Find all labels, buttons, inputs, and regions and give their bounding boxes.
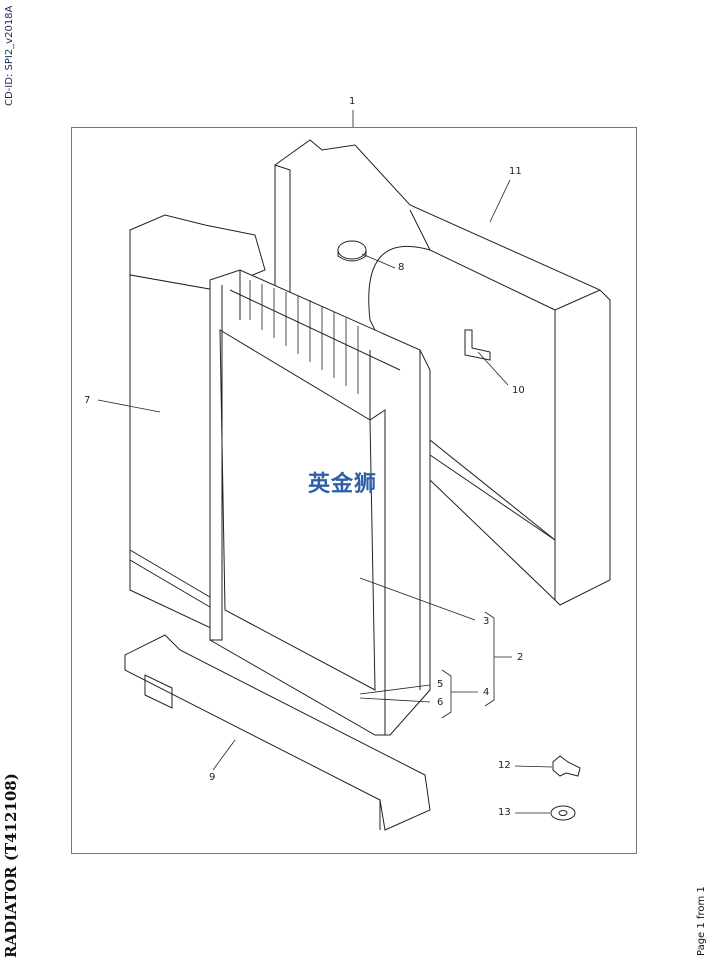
callout-9: 9 (209, 772, 216, 783)
callout-11: 11 (509, 166, 522, 177)
lower-bracket (124, 634, 431, 831)
callout-3: 3 (483, 616, 490, 627)
bracket (464, 329, 491, 361)
radiator-core-main (209, 269, 431, 736)
watermark: 英金狮 (308, 472, 378, 497)
washer (550, 805, 576, 821)
callout-10: 10 (512, 385, 525, 396)
callout-12: 12 (498, 760, 511, 771)
callout-13: 13 (498, 807, 511, 818)
callout-8: 8 (398, 262, 405, 273)
callout-2: 2 (517, 652, 524, 663)
diagram-frame (71, 127, 637, 854)
fan-shroud (274, 139, 611, 606)
callout-7: 7 (84, 395, 91, 406)
callout-1: 1 (349, 96, 356, 107)
callout-4: 4 (483, 687, 490, 698)
radiator-core-left (129, 214, 266, 631)
callout-5: 5 (437, 679, 444, 690)
radiator-cap (337, 240, 367, 262)
callout-6: 6 (437, 697, 444, 708)
bolt (552, 755, 581, 777)
